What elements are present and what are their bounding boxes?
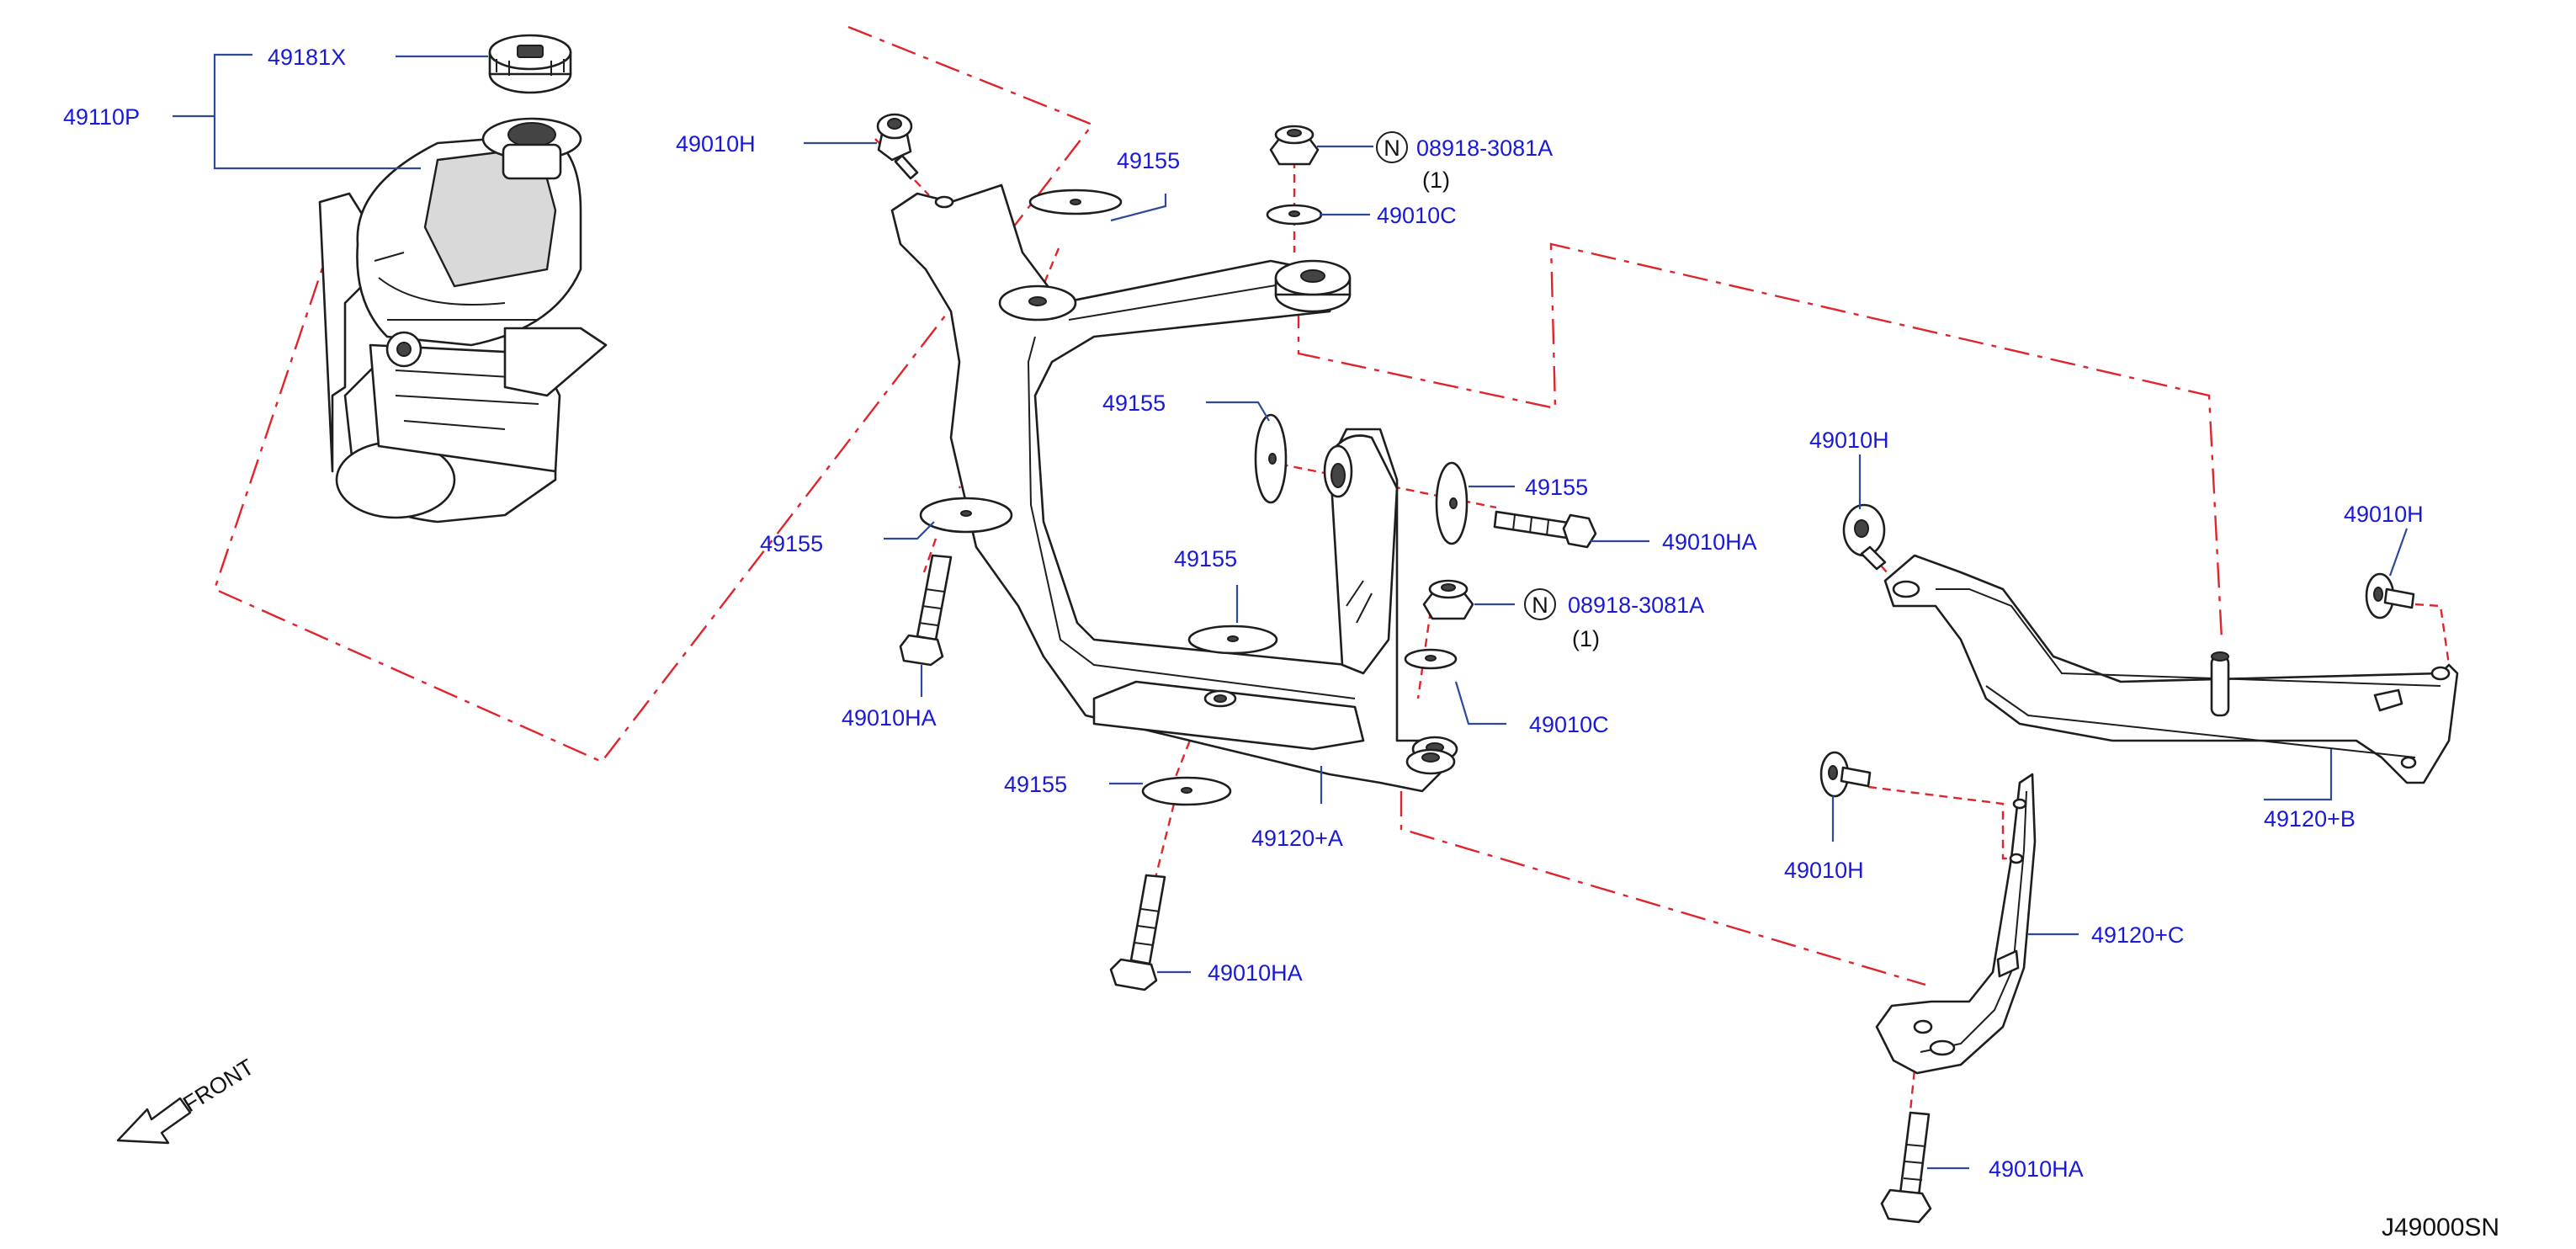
align-bolt-h-far-right	[2414, 603, 2451, 666]
callout-pump: 49110P	[63, 104, 140, 130]
power-steering-pump	[318, 117, 608, 524]
bushing-bottom	[1405, 748, 1456, 775]
bolt-ha-bottom	[1109, 874, 1166, 991]
bracket-c	[1875, 773, 2037, 1075]
callout-washer-right: 49155	[1525, 475, 1588, 500]
callout-washer-mid: 49155	[1174, 546, 1237, 571]
bracket-a-lower-flange	[1092, 680, 1365, 751]
washer-left	[919, 497, 1013, 534]
reference-code: J49000SN	[2382, 1214, 2499, 1241]
reservoir-cap	[488, 34, 572, 94]
bracket-b	[1883, 554, 2459, 784]
front-arrow-icon	[116, 1097, 192, 1145]
bolt-ha-right	[1493, 510, 1597, 549]
collar-mid	[1404, 648, 1458, 670]
bracket-a-body	[890, 183, 1449, 793]
bolt-ha-c	[1880, 1111, 1932, 1224]
callout-collar-mid: 49010C	[1529, 712, 1609, 737]
callout-bolt-ha-c: 49010HA	[1989, 1156, 2084, 1182]
callout-nut-mid-qty: (1)	[1572, 626, 1600, 651]
callout-bracket-c: 49120+C	[2091, 922, 2184, 948]
bolt-ha-left	[899, 554, 953, 667]
washer-top	[1028, 189, 1123, 215]
callout-collar-top: 49010C	[1377, 203, 1457, 228]
bracket-c-body	[1875, 773, 2037, 1075]
washer-right	[1435, 461, 1469, 545]
bolt-h-far-right	[2365, 572, 2415, 619]
bolt-h-top	[876, 113, 919, 180]
callout-washer-top: 49155	[1117, 148, 1180, 173]
bracket-b-region-line	[1297, 242, 2223, 640]
bracket-c-region-line	[1400, 791, 1926, 986]
callout-bolt-ha-right: 49010HA	[1662, 529, 1757, 555]
collar-top	[1266, 204, 1323, 226]
align-washer-bottom	[1172, 647, 1228, 782]
washer-mid	[1187, 624, 1278, 655]
washers	[919, 189, 1469, 806]
callout-bracket-a: 49120+A	[1251, 826, 1343, 851]
callout-bolt-ha-left: 49010HA	[842, 705, 937, 731]
callout-labels: 49181X 49110P 49010H 49155 08918-3081A (…	[63, 45, 2424, 1182]
leader-lines	[173, 53, 2409, 1170]
nut-top	[1269, 125, 1320, 166]
note-n-mid: N	[1532, 593, 1548, 618]
callout-nut-top: 08918-3081A	[1416, 136, 1553, 161]
washer-mid-upper	[1254, 413, 1288, 504]
callout-bolt-h-c: 49010H	[1784, 858, 1864, 883]
washer-bottom	[1141, 776, 1232, 806]
pump-mount-region-line	[213, 25, 1094, 763]
bolt-h-bracket-b	[1842, 503, 1887, 571]
note-n-circle-top	[1376, 131, 1408, 163]
bracket-a	[890, 183, 1458, 793]
bracket-b-stud	[2210, 655, 2230, 717]
callout-nut-mid: 08918-3081A	[1568, 593, 1704, 618]
align-bolt-ha-bottom	[1151, 803, 1176, 889]
front-indicator: FRONT	[116, 1054, 258, 1145]
pump-hose-bracket	[503, 327, 608, 397]
note-n-top: N	[1384, 136, 1400, 161]
callout-nut-top-qty: (1)	[1422, 167, 1450, 193]
callout-bolt-h-far-right: 49010H	[2344, 502, 2424, 527]
front-label: FRONT	[178, 1054, 258, 1117]
callout-washer-bottom: 49155	[1004, 772, 1067, 797]
callout-bolt-ha-bottom: 49010HA	[1208, 960, 1303, 986]
callout-bracket-b: 49120+B	[2264, 806, 2356, 832]
callout-bolt-h-bracket-b: 49010H	[1809, 428, 1889, 453]
bushing-top	[1274, 259, 1352, 313]
align-bolt-h-top	[874, 138, 930, 196]
align-bolt-h-c	[1867, 785, 2018, 860]
note-n-symbols: N N	[1376, 131, 1556, 620]
callout-cap: 49181X	[268, 45, 346, 70]
align-bolt-ha-left	[922, 538, 937, 573]
nut-mid	[1422, 579, 1474, 620]
callout-bolt-h-top: 49010H	[676, 131, 756, 157]
bolt-h-c	[1819, 751, 1872, 798]
bracket-b-body	[1883, 554, 2459, 784]
callout-washer-left: 49155	[760, 531, 823, 556]
note-n-circle-mid	[1524, 588, 1556, 620]
callout-washer-mid-upper: 49155	[1102, 391, 1166, 416]
